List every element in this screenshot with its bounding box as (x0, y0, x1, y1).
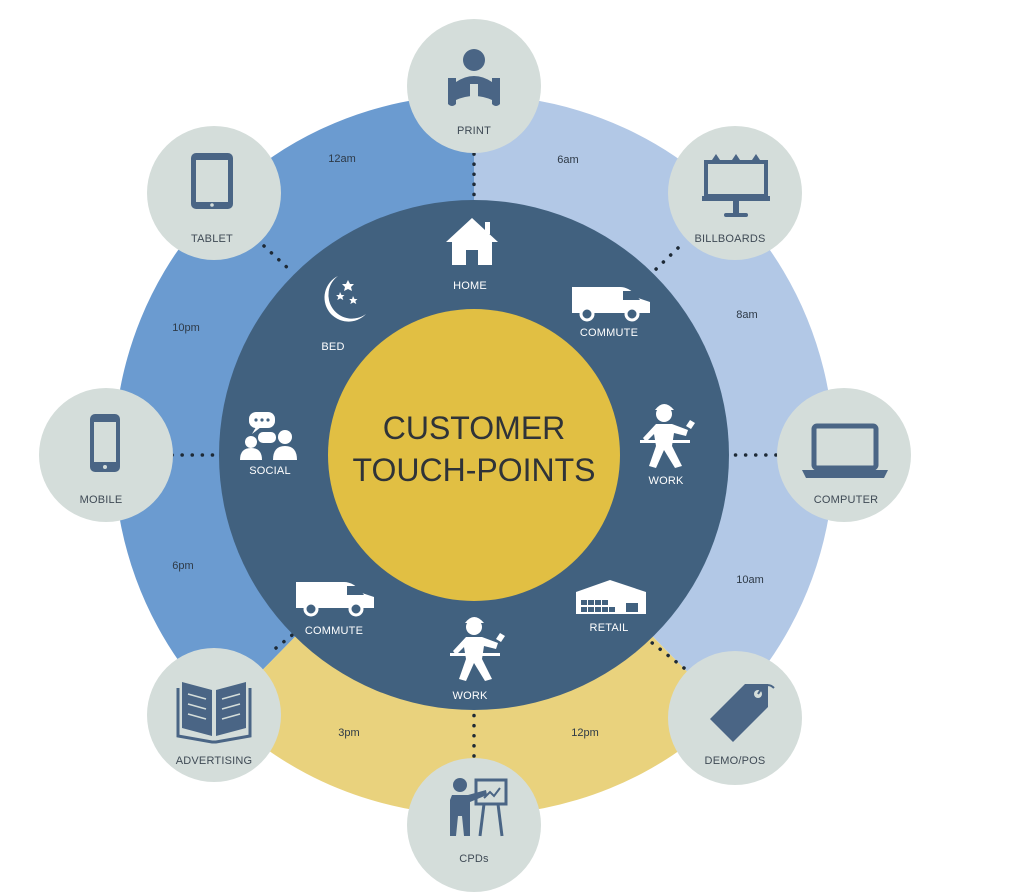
worker-icon (640, 404, 695, 468)
dotted-connectors (170, 152, 778, 758)
reader-icon (448, 49, 500, 106)
laptop-icon (802, 423, 888, 478)
center-disc (328, 309, 620, 601)
connector-tablet (262, 244, 294, 274)
touchpoint-label-mobile: MOBILE (79, 494, 123, 506)
van-icon (572, 287, 650, 322)
worker-icon (450, 617, 505, 681)
activity-label-social: SOCIAL (249, 465, 291, 477)
time-label-10am: 10am (736, 574, 764, 586)
time-label-10pm: 10pm (172, 322, 200, 334)
warehouse-icon (576, 580, 646, 614)
activity-label-commute-morning: COMMUTE (579, 327, 639, 339)
touchpoint-billboards (668, 126, 802, 260)
activity-label-bed: BED (321, 341, 345, 353)
billboard-icon (702, 154, 770, 217)
open-book-icon (176, 682, 252, 744)
time-label-12pm: 12pm (571, 727, 599, 739)
connector-advertising (274, 630, 298, 650)
chat-people-icon (240, 412, 297, 460)
time-label-12am: 12am (328, 153, 356, 165)
touchpoint-label-print: PRINT (457, 125, 491, 137)
connector-demo-pos (649, 640, 686, 670)
house-icon (446, 218, 498, 265)
activity-label-retail: RETAIL (589, 622, 629, 634)
touchpoint-label-computer: COMPUTER (813, 494, 879, 506)
activity-label-work-morning: WORK (648, 475, 684, 487)
van-icon (296, 582, 374, 617)
diagram-title: CUSTOMER TOUCH-POINTS (353, 407, 596, 491)
title-line-2: TOUCH-POINTS (352, 452, 596, 488)
activity-label-commute-evening: COMMUTE (304, 625, 364, 637)
tablet-icon (191, 153, 233, 209)
touchpoint-label-billboards: BILLBOARDS (694, 233, 766, 245)
touchpoint-computer (777, 388, 911, 522)
time-label-6pm: 6pm (172, 560, 194, 572)
time-label-8am: 8am (736, 309, 758, 321)
touchpoint-cpds (407, 758, 541, 892)
moon-icon (324, 276, 366, 322)
activity-label-home: HOME (453, 280, 487, 292)
presenter-icon (450, 778, 508, 837)
price-tag-icon (710, 684, 775, 742)
smartphone-icon (90, 414, 120, 472)
touchpoint-advertising (147, 648, 281, 782)
time-label-3pm: 3pm (338, 727, 360, 739)
touchpoint-label-cpds: CPDs (459, 853, 489, 865)
title-line-1: CUSTOMER (382, 410, 566, 446)
connector-billboards (651, 246, 680, 274)
touchpoint-label-tablet: TABLET (191, 233, 233, 245)
time-label-6am: 6am (557, 154, 579, 166)
touchpoint-label-advertising: ADVERTISING (175, 755, 253, 767)
touchpoint-label-demo-pos: DEMO/POS (704, 755, 766, 767)
activity-label-work-afternoon: WORK (452, 690, 488, 702)
